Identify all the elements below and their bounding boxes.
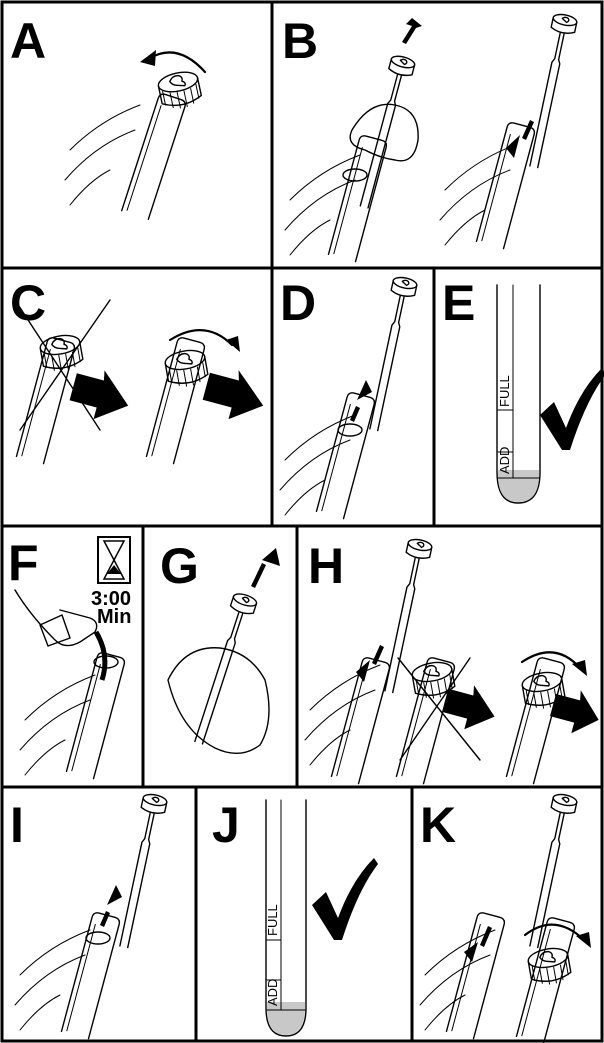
panel-letter-i: I [10, 797, 24, 853]
hand [168, 648, 269, 754]
pointer-arrow-icon [547, 684, 604, 739]
panel-letter-a: A [10, 13, 46, 69]
panel-g: G [160, 538, 280, 753]
panel-letter-k: K [420, 797, 456, 853]
panel-e: E ADD FULL [442, 275, 604, 503]
up-arrow-icon [402, 18, 422, 44]
panel-h: H [305, 538, 604, 784]
panel-k: K [420, 793, 591, 1043]
dipstick-add-label: ADD [265, 979, 280, 1006]
panel-letter-e: E [442, 275, 475, 331]
panel-f: F 3:00 Min [8, 535, 131, 779]
pointer-arrow-icon [66, 364, 135, 427]
wait-unit: Min [97, 606, 131, 628]
rotate-ccw-arrow-icon [150, 52, 205, 72]
panel-c: C [10, 275, 270, 464]
dipstick-full-label: FULL [497, 375, 512, 407]
hourglass-icon [98, 537, 130, 583]
panel-letter-f: F [8, 535, 39, 591]
panel-letter-h: H [308, 538, 344, 594]
panel-b: B [282, 13, 578, 262]
checkmark-icon [540, 368, 604, 450]
pointer-arrow-icon [200, 363, 271, 427]
panel-letter-b: B [282, 13, 318, 69]
up-arrow-icon [251, 548, 280, 588]
panel-letter-c: C [10, 275, 46, 331]
panel-j: J ADD FULL [212, 797, 378, 1036]
oil-bottle [40, 615, 70, 646]
checkmark-icon [312, 858, 378, 940]
panel-i: I [10, 793, 168, 1039]
up-arrow-icon [350, 380, 372, 422]
panel-letter-g: G [160, 538, 199, 594]
dipstick-full-label: FULL [265, 904, 280, 936]
dipstick-add-label: ADD [497, 447, 512, 474]
panel-a: A [10, 13, 205, 219]
panel-letter-j: J [212, 797, 240, 853]
down-arrow-icon [356, 645, 384, 682]
panel-letter-d: D [280, 275, 316, 331]
oil-cap [157, 69, 203, 112]
panel-d: D [280, 275, 418, 519]
